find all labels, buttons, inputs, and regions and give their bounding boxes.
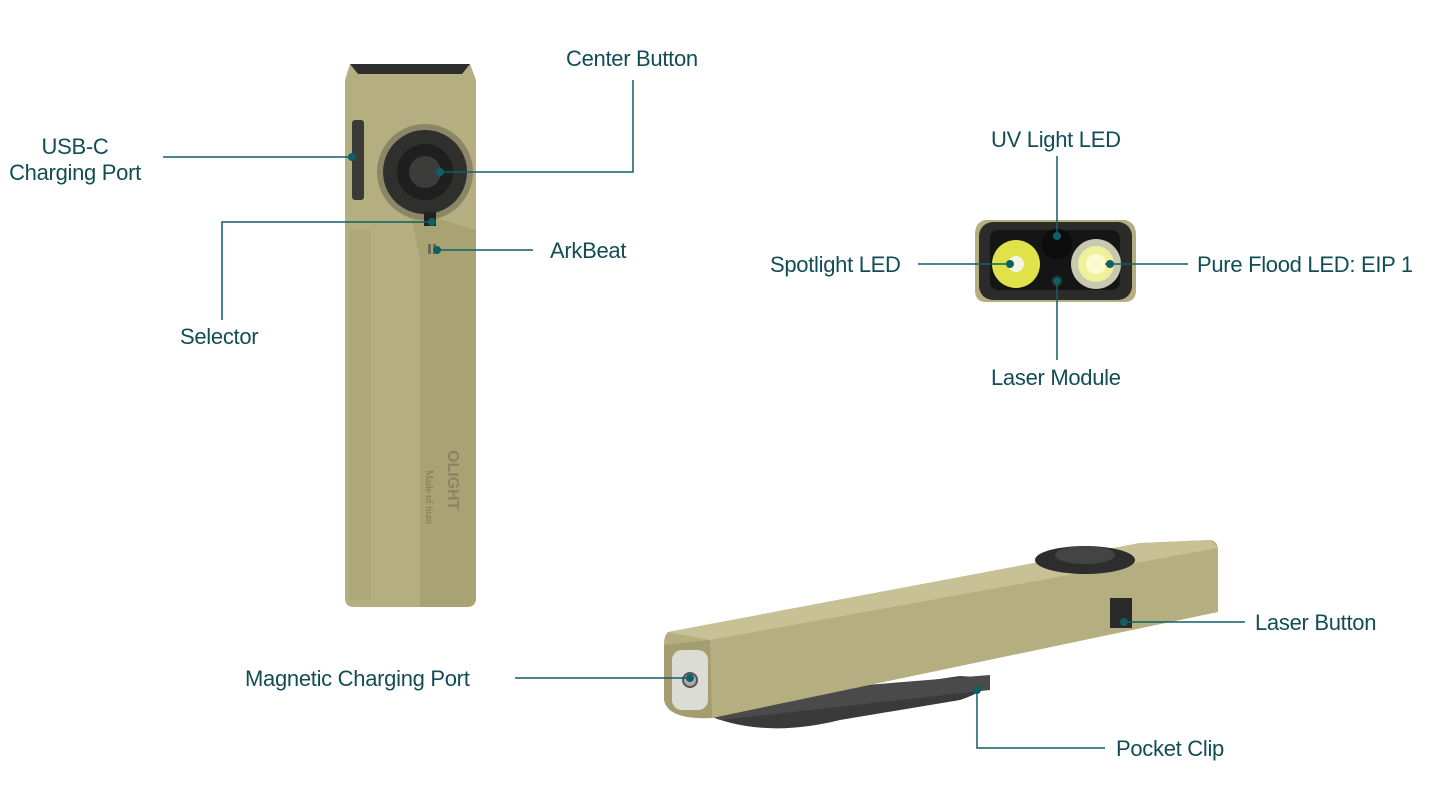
flashlight-vertical: OLIGHT Made of titan: [345, 64, 476, 607]
label-usb-c-port: USB-C Charging Port: [0, 134, 150, 186]
label-pocket-clip: Pocket Clip: [1116, 736, 1224, 761]
material-engraving: Made of titan: [423, 470, 434, 524]
label-spotlight-led: Spotlight LED: [770, 252, 901, 277]
uv-led: [1042, 229, 1072, 259]
label-selector: Selector: [180, 324, 259, 349]
label-magnetic-charging-port: Magnetic Charging Port: [245, 666, 470, 691]
flashlight-head-view: [975, 220, 1136, 302]
usb-c-port-cover: [352, 120, 364, 200]
label-laser-button: Laser Button: [1255, 610, 1377, 635]
label-uv-light-led: UV Light LED: [991, 127, 1121, 152]
label-center-button: Center Button: [566, 46, 698, 71]
leader-lines: [163, 80, 1245, 749]
leader-dots: [348, 153, 1128, 694]
label-pure-flood-led: Pure Flood LED: EIP 1: [1197, 252, 1413, 277]
label-laser-module: Laser Module: [991, 365, 1121, 390]
brand-engraving: OLIGHT: [444, 450, 461, 511]
label-usb-c-line1: USB-C: [41, 134, 109, 159]
flashlight-horizontal: [664, 540, 1218, 729]
label-arkbeat: ArkBeat: [550, 238, 627, 263]
label-usb-c-line2: Charging Port: [9, 160, 141, 185]
